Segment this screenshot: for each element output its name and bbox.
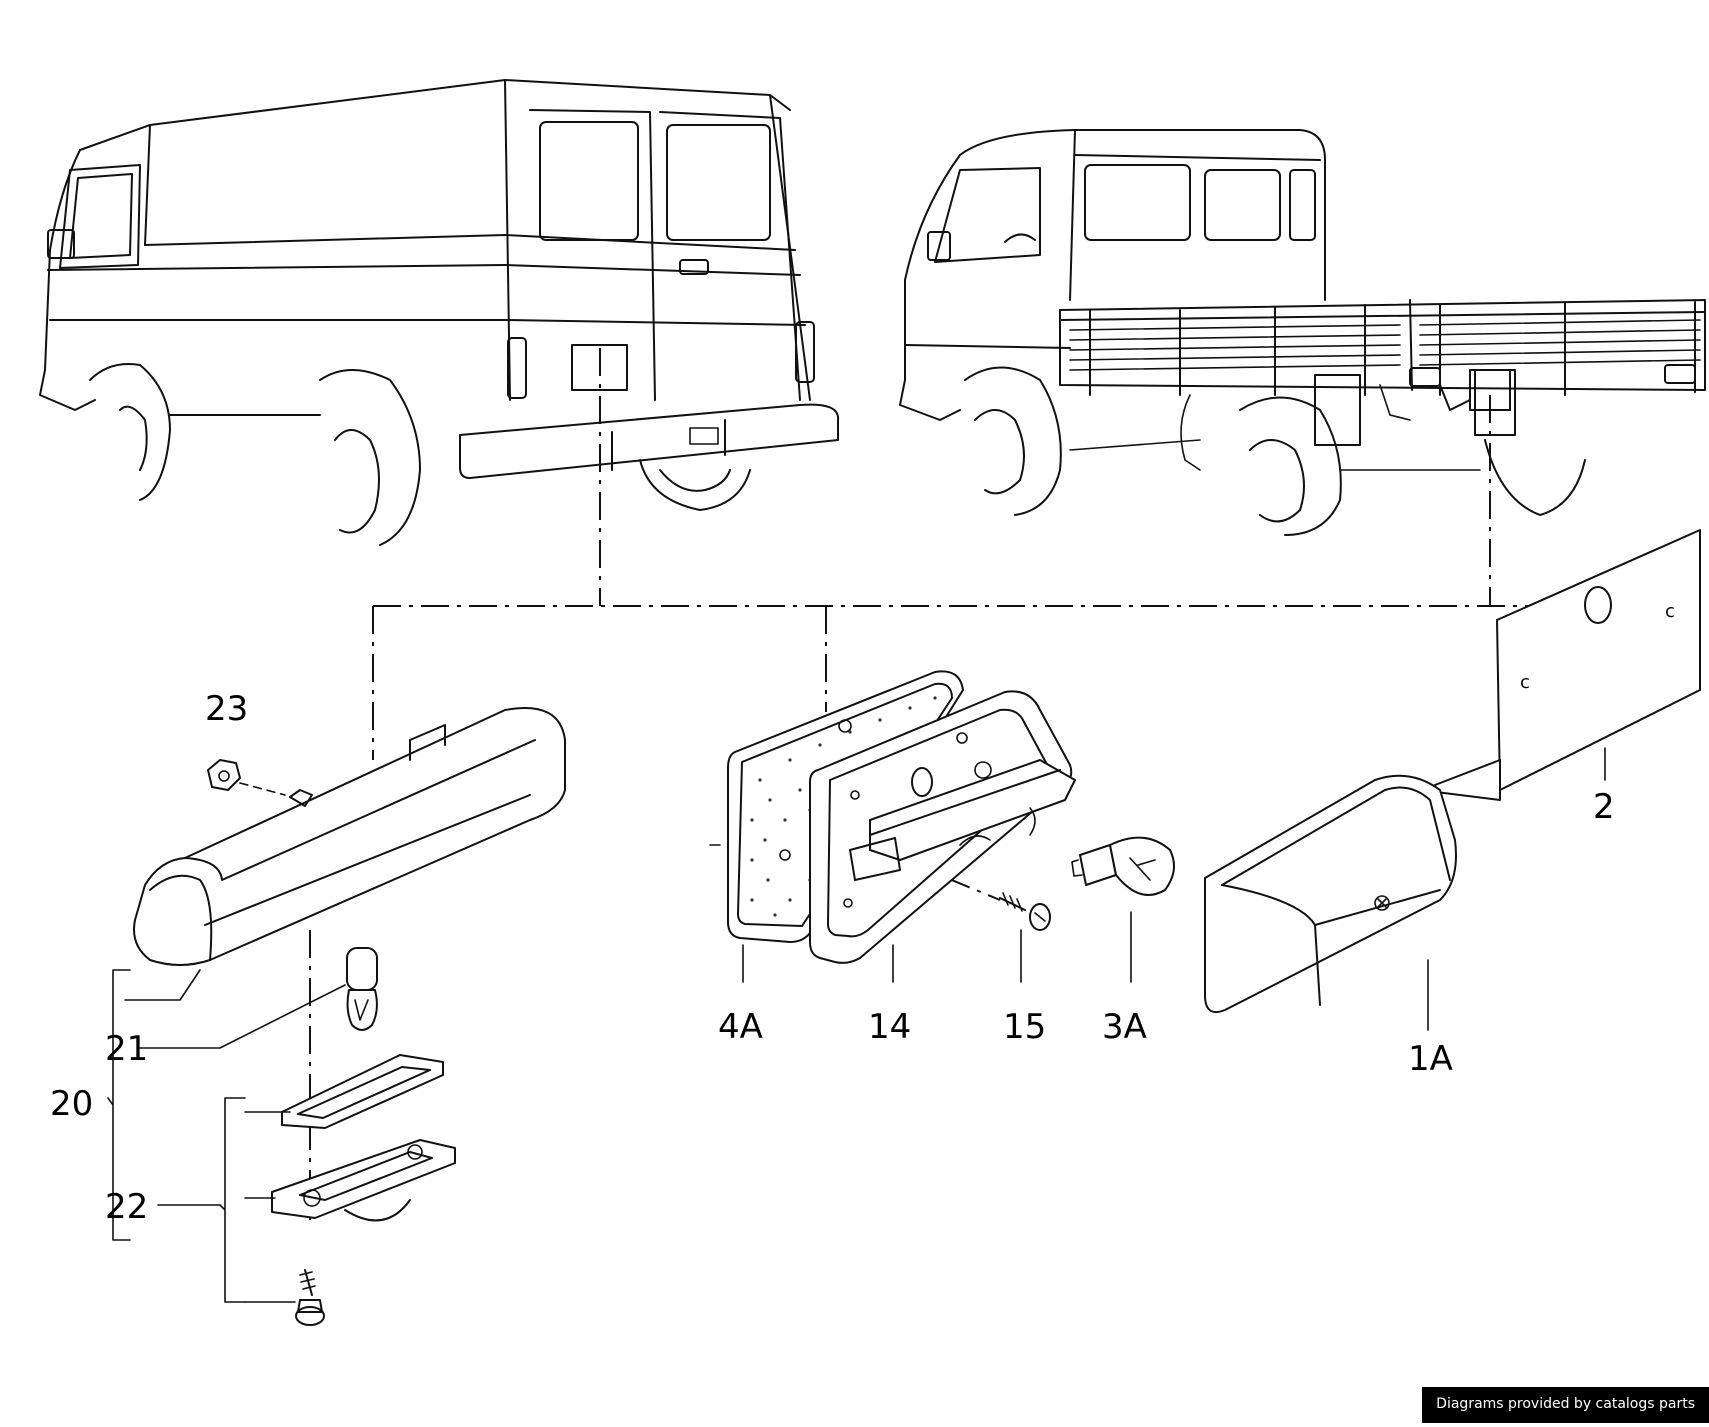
label-4a: 4A: [718, 1007, 763, 1047]
label-15: 15: [1003, 1007, 1046, 1047]
part-22-gasket: [281, 1054, 444, 1129]
label-3a: 3A: [1102, 1007, 1147, 1047]
part-14-housing: [809, 690, 1076, 964]
label-14: 14: [868, 1007, 911, 1047]
part-3a-bulb: [1071, 836, 1175, 896]
label-20: 20: [50, 1084, 93, 1124]
label-22: 22: [105, 1187, 148, 1227]
leader-lines: [309, 348, 1560, 1220]
part-20-plate-light-housing: [133, 707, 566, 966]
part-1a-lens: [1204, 774, 1457, 1014]
callout-labels: 23 2 4A 14 15 3A 1A 21 20 22: [50, 689, 1615, 1227]
credit-footer: Diagrams provided by catalogs parts: [1422, 1387, 1709, 1423]
label-1a: 1A: [1408, 1039, 1453, 1079]
part-23-nut: [207, 759, 286, 796]
svg-text:c: c: [1520, 672, 1530, 693]
part-2-bracket-plate: c c: [1434, 529, 1701, 801]
callout-leaders: [107, 747, 1606, 1303]
label-21: 21: [105, 1029, 148, 1069]
van-illustration: [39, 79, 840, 546]
part-21-bulb: [346, 947, 378, 1031]
part-15-screw: [999, 892, 1051, 931]
label-23: 23: [205, 689, 248, 729]
part-22-lens-plate: [271, 1139, 456, 1222]
label-2: 2: [1593, 787, 1615, 827]
part-22-screw: [295, 1269, 325, 1326]
pickup-illustration: [899, 129, 1706, 536]
svg-text:c: c: [1665, 601, 1675, 622]
